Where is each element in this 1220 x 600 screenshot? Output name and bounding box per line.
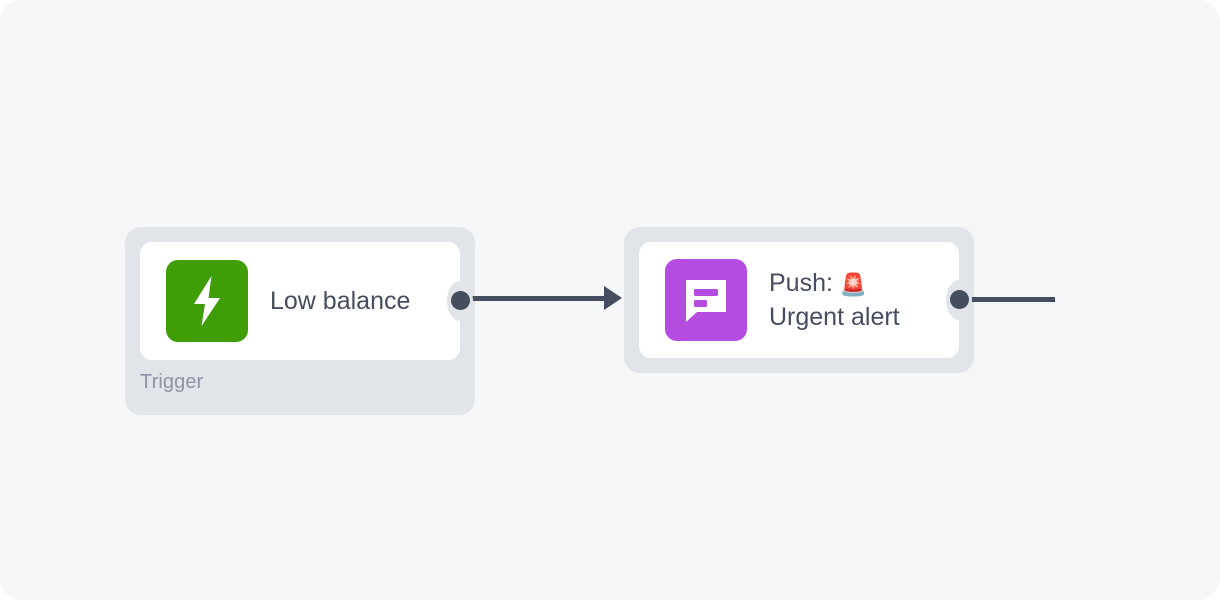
edge-arrowhead-trigger-to-push — [604, 286, 622, 310]
node-title-push: Push: 🚨 Urgent alert — [769, 267, 900, 334]
node-card-push[interactable]: Push: 🚨 Urgent alert — [639, 242, 959, 358]
siren-emoji-icon: 🚨 — [839, 271, 868, 297]
node-title-push-line1: Push: — [769, 268, 840, 297]
lightning-bolt-icon — [166, 260, 248, 342]
chat-bubble-icon — [665, 259, 747, 341]
edge-push-outgoing — [960, 297, 1055, 302]
edge-trigger-to-push — [460, 296, 608, 301]
node-title-push-line2: Urgent alert — [769, 302, 900, 331]
node-card-trigger[interactable]: Low balance — [140, 242, 460, 360]
workflow-node-trigger[interactable]: Low balance Trigger — [125, 227, 475, 415]
workflow-node-push[interactable]: Push: 🚨 Urgent alert — [624, 227, 974, 373]
output-port-push[interactable] — [950, 290, 969, 309]
node-title-trigger: Low balance — [270, 286, 411, 315]
output-port-trigger[interactable] — [451, 291, 470, 310]
node-footer-trigger: Trigger — [140, 371, 204, 393]
